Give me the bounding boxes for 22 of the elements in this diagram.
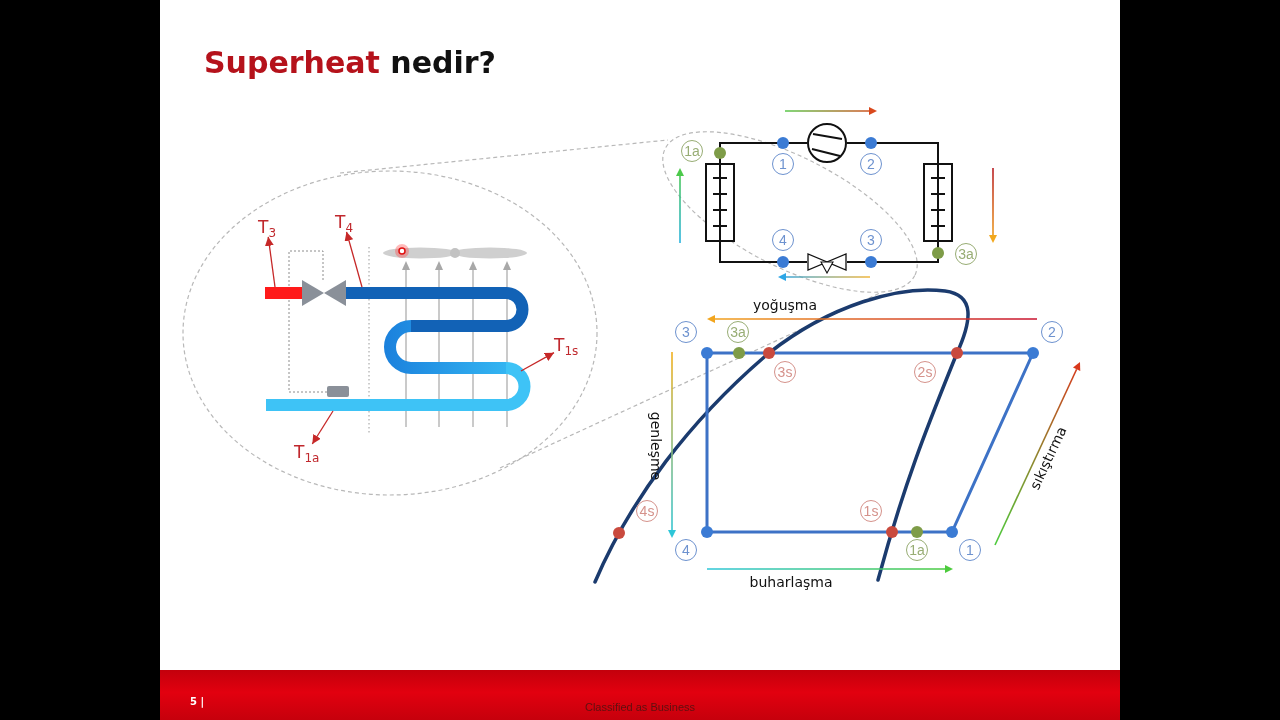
slide-title: Superheat nedir? (204, 46, 496, 79)
expansion-valve-symbol (807, 250, 847, 274)
process-label: buharlaşma (749, 573, 833, 591)
page-number: 5 | (190, 696, 205, 708)
leader-arrow (520, 352, 555, 372)
leader-arrow (264, 236, 276, 288)
heat-exchanger-symbol (705, 163, 735, 242)
point-label: T$_{1a}$ (294, 444, 320, 462)
compressor-symbol (807, 123, 847, 163)
leader-arrow (344, 231, 363, 288)
point-label: T$_{1s}$ (554, 337, 579, 355)
point-label: T$_{4}$ (335, 214, 354, 232)
leader-arrow (311, 410, 334, 445)
process-label: genleşme (647, 411, 665, 481)
process-label: yoğuşma (752, 296, 818, 314)
connecting-line (846, 241, 939, 263)
connecting-line (719, 142, 808, 164)
connecting-line (846, 142, 939, 164)
heat-exchanger-symbol (923, 163, 953, 242)
point-label: T$_{3}$ (258, 219, 277, 237)
classification-note: Classified as Business (584, 700, 696, 714)
connecting-line (719, 241, 808, 263)
